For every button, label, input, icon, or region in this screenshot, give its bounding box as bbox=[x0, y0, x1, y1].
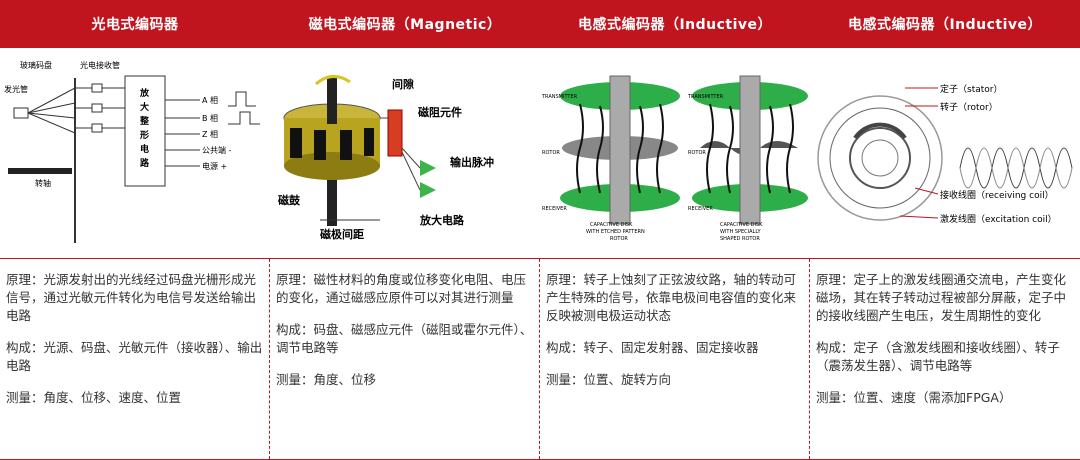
gap-label: 间隙 bbox=[392, 77, 414, 91]
header-inductive: 电感式编码器（Inductive） bbox=[847, 17, 1043, 33]
inductive-principle: 原理：定子上的激发线圈通交流电，产生变化磁场，其在转子转动过程被部分屏蔽，定子中… bbox=[816, 272, 1067, 323]
header-capacitive: 电感式编码器（Inductive） bbox=[577, 17, 773, 33]
shaping-char-1: 大 bbox=[140, 101, 149, 113]
header-optical: 光电式编码器 bbox=[91, 17, 179, 33]
drum-label: 磁鼓 bbox=[278, 193, 301, 207]
diagram-row: 转轴 玻璃码盘 光电接收管 发光管 放 大 整 形 电 bbox=[0, 48, 1080, 250]
power-label: 电源 + bbox=[202, 161, 227, 171]
optical-composition: 构成：光源、码盘、光敏元件（接收器）、输出电路 bbox=[6, 340, 263, 373]
inductive-diagram: 定子（stator） 转子（rotor） 接收线圈（receiving coil… bbox=[810, 48, 1080, 250]
capacitive-measure: 测量：位置、旋转方向 bbox=[546, 372, 672, 387]
transmitter-label-1: TRANSMITTER bbox=[541, 94, 578, 100]
stator-label: 定子（stator） bbox=[940, 83, 1002, 95]
optical-measure: 测量：角度、位移、速度、位置 bbox=[6, 390, 182, 405]
magnetic-description: 原理：磁性材料的角度或位移变化电阻、电压的变化，通过磁感应原件可以对其进行测量 … bbox=[270, 259, 540, 459]
disk2-line2: WITH SPECIALLY bbox=[720, 229, 761, 235]
disk-label: 玻璃码盘 bbox=[20, 60, 52, 70]
common-label: 公共端 - bbox=[202, 145, 232, 155]
shaping-char-4: 电 bbox=[140, 143, 149, 155]
disk1-line3: ROTOR bbox=[610, 236, 628, 242]
header-row: 光电式编码器 磁电式编码器（Magnetic） 电感式编码器（Inductive… bbox=[0, 0, 1080, 48]
pulse-label: 输出脉冲 bbox=[450, 155, 494, 169]
disk1-line2: WITH ETCHED PATTERN bbox=[586, 229, 645, 235]
inductive-description: 原理：定子上的激发线圈通交流电，产生变化磁场，其在转子转动过程被部分屏蔽，定子中… bbox=[810, 259, 1080, 459]
capacitive-composition: 构成：转子、固定发射器、固定接收器 bbox=[546, 340, 759, 355]
a-phase-label: A 相 bbox=[202, 95, 218, 105]
disk2-line3: SHAPED ROTOR bbox=[720, 236, 760, 242]
magnetic-diagram: 间隙 磁阻元件 输出脉冲 放大电路 磁鼓 磁极间距 bbox=[270, 48, 540, 250]
magnetic-composition: 构成：码盘、磁感应元件（磁阻或霍尔元件）、调节电路等 bbox=[276, 322, 533, 355]
receiver-label-2: RECEIVER bbox=[688, 206, 713, 212]
capacitive-diagram: TRANSMITTER ROTOR RECEIVER CAPACITIVE DI… bbox=[540, 48, 810, 250]
b-phase-label: B 相 bbox=[202, 113, 218, 123]
optical-diagram: 转轴 玻璃码盘 光电接收管 发光管 放 大 整 形 电 bbox=[0, 48, 270, 250]
receiver-label: 光电接收管 bbox=[80, 60, 120, 70]
rotor-label-1: ROTOR bbox=[542, 150, 560, 156]
shaping-char-2: 整 bbox=[139, 115, 149, 127]
capacitive-principle: 原理：转子上蚀刻了正弦波纹路，轴的转动可产生特殊的信号，依靠电极间电容值的变化来… bbox=[546, 272, 797, 323]
amp-label: 放大电路 bbox=[419, 213, 465, 227]
optical-principle: 原理：光源发射出的光线经过码盘光栅形成光信号，通过光敏元件转化为电信号发送给输出… bbox=[6, 272, 257, 323]
disk2-line1: CAPACITIVE DISK bbox=[720, 222, 763, 228]
capacitive-description: 原理：转子上蚀刻了正弦波纹路，轴的转动可产生特殊的信号，依靠电极间电容值的变化来… bbox=[540, 259, 810, 459]
rotor-label-2: ROTOR bbox=[688, 150, 706, 156]
receiver-label-1: RECEIVER bbox=[542, 206, 567, 212]
pitch-label: 磁极间距 bbox=[320, 227, 364, 241]
shaping-char-0: 放 bbox=[139, 87, 150, 99]
emitter-label: 发光管 bbox=[4, 84, 28, 94]
header-magnetic: 磁电式编码器（Magnetic） bbox=[308, 17, 502, 33]
inductive-composition: 构成：定子（含激发线圈和接收线圈）、转子（震荡发生器）、调节电路等 bbox=[816, 340, 1060, 373]
receiving-coil-label: 接收线圈（receiving coil） bbox=[940, 189, 1054, 201]
excitation-coil-label: 激发线圈（excitation coil） bbox=[940, 213, 1057, 225]
magnetic-principle: 原理：磁性材料的角度或位移变化电阻、电压的变化，通过磁感应原件可以对其进行测量 bbox=[276, 272, 527, 305]
description-row: 原理：光源发射出的光线经过码盘光栅形成光信号，通过光敏元件转化为电信号发送给输出… bbox=[0, 259, 1080, 459]
shaft-label: 转轴 bbox=[35, 178, 51, 188]
shaping-char-5: 路 bbox=[140, 157, 150, 169]
inductive-measure: 测量：位置、速度（需添加FPGA） bbox=[816, 390, 1012, 405]
transmitter-label-2: TRANSMITTER bbox=[687, 94, 724, 100]
separator-line bbox=[0, 250, 1080, 259]
element-label: 磁阻元件 bbox=[418, 105, 462, 119]
shaping-char-3: 形 bbox=[140, 129, 149, 141]
disk1-line1: CAPACITIVE DISK bbox=[590, 222, 633, 228]
rotor-label: 转子（rotor） bbox=[940, 101, 998, 113]
magnetic-measure: 测量：角度、位移 bbox=[276, 372, 377, 387]
optical-description: 原理：光源发射出的光线经过码盘光栅形成光信号，通过光敏元件转化为电信号发送给输出… bbox=[0, 259, 270, 459]
z-phase-label: Z 相 bbox=[202, 129, 218, 139]
